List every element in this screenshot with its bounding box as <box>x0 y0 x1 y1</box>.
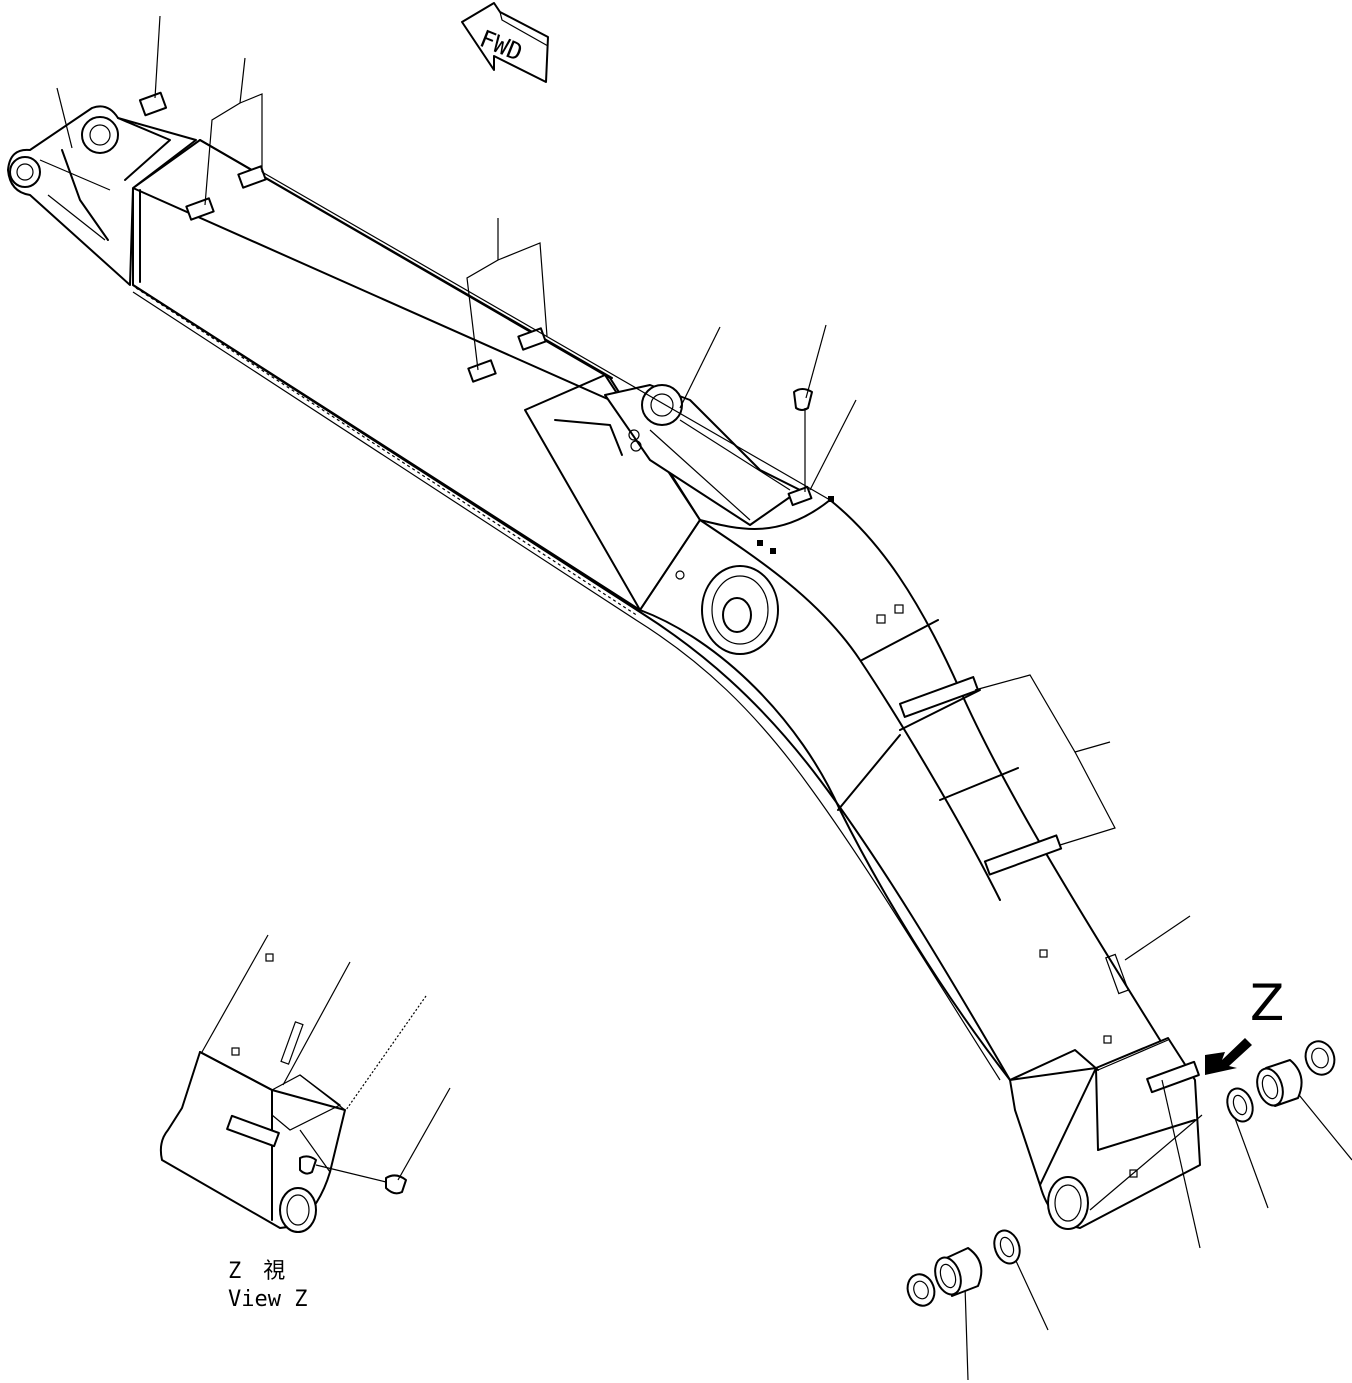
view-z-caption-en: View Z <box>228 1287 307 1312</box>
left-bushing <box>934 1247 983 1297</box>
grease-cap <box>793 388 813 411</box>
view-z-letter: Z <box>1250 974 1284 1032</box>
bushing-set <box>906 1040 1336 1307</box>
boom-head <box>7 105 197 286</box>
view-z-marker: Z <box>1205 974 1284 1075</box>
mounting-pads <box>138 91 813 507</box>
foot-pin-boss <box>675 565 779 655</box>
boom-body <box>129 139 1201 1230</box>
small-markers <box>757 496 1138 1178</box>
left-washer-outer <box>906 1273 936 1307</box>
pipe-clamps <box>898 676 1200 1094</box>
cylinder-bracket <box>554 384 801 526</box>
left-washer-inner <box>993 1229 1021 1265</box>
right-washer-inner <box>1226 1087 1254 1123</box>
right-washer-outer <box>1304 1040 1336 1076</box>
right-bushing <box>1256 1059 1303 1107</box>
view-z-caption-ja: Z 視 <box>228 1259 285 1284</box>
leader-lines <box>56 15 1352 1381</box>
view-z-inset: Z 視 View Z <box>159 934 451 1312</box>
view-z-arrow-icon <box>1205 1038 1252 1075</box>
fwd-arrow-icon: FWD <box>461 2 549 83</box>
